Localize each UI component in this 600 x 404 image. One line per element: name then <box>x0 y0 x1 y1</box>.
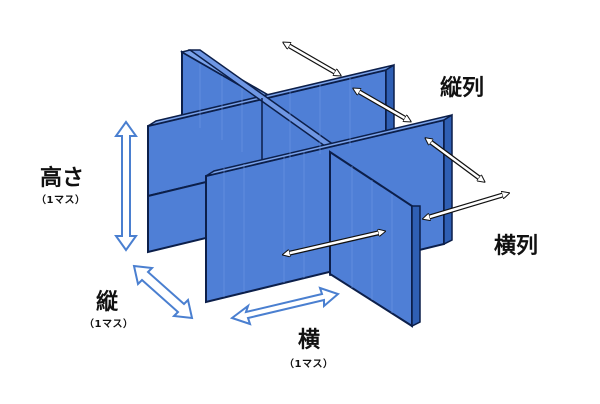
width-label: 横 <box>298 328 321 353</box>
horizontal-rows-label: 横列 <box>494 234 539 259</box>
width-unit-label: （1マス） <box>284 359 334 370</box>
vertical-rows-label: 縦列 <box>440 76 485 101</box>
depth-arrow <box>132 264 194 320</box>
depth-label: 縦 <box>96 290 119 315</box>
width-arrow <box>229 286 340 326</box>
depth-unit-label: （1マス） <box>84 319 134 330</box>
panel-texture <box>199 64 393 313</box>
height-arrow <box>114 120 138 252</box>
back-row-panel <box>147 63 395 254</box>
height-label: 高さ <box>40 166 85 191</box>
spacing-arrows <box>286 44 506 254</box>
height-unit-label: （1マス） <box>36 195 86 206</box>
